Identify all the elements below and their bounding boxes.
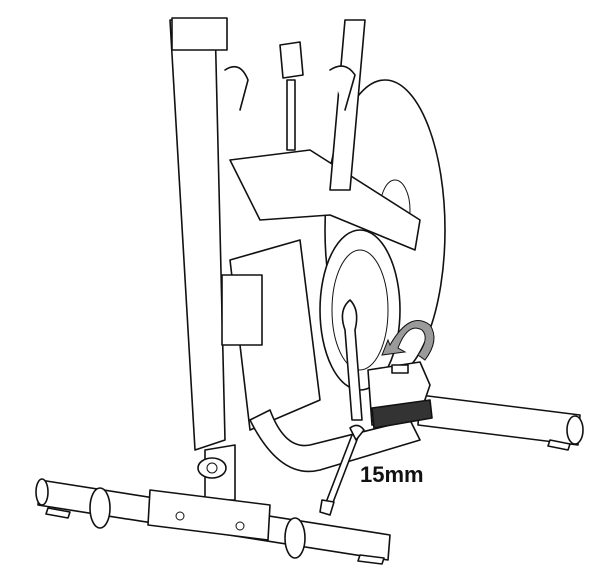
rear-stabilizer	[417, 394, 584, 451]
wrench-icon	[319, 424, 365, 516]
front-stabilizer	[35, 478, 391, 565]
rotation-arrow-icon	[381, 320, 435, 361]
pedal	[367, 361, 433, 429]
wrench-size-label: 15mm	[360, 462, 424, 487]
seat-post	[169, 17, 263, 501]
handlebar-post	[279, 19, 366, 191]
crank-arm	[341, 299, 363, 421]
